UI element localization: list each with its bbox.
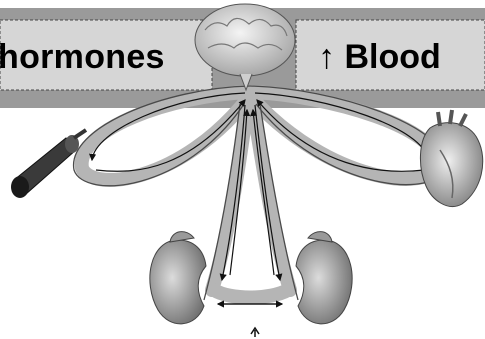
- blood-label: ↑ Blood: [318, 40, 441, 74]
- hormones-label: hormones: [0, 40, 165, 74]
- heart-icon: [420, 110, 482, 207]
- adrenal-gland-icon: [170, 232, 332, 242]
- kidney-icon: [150, 240, 352, 324]
- output-arrow-icon: [251, 328, 259, 337]
